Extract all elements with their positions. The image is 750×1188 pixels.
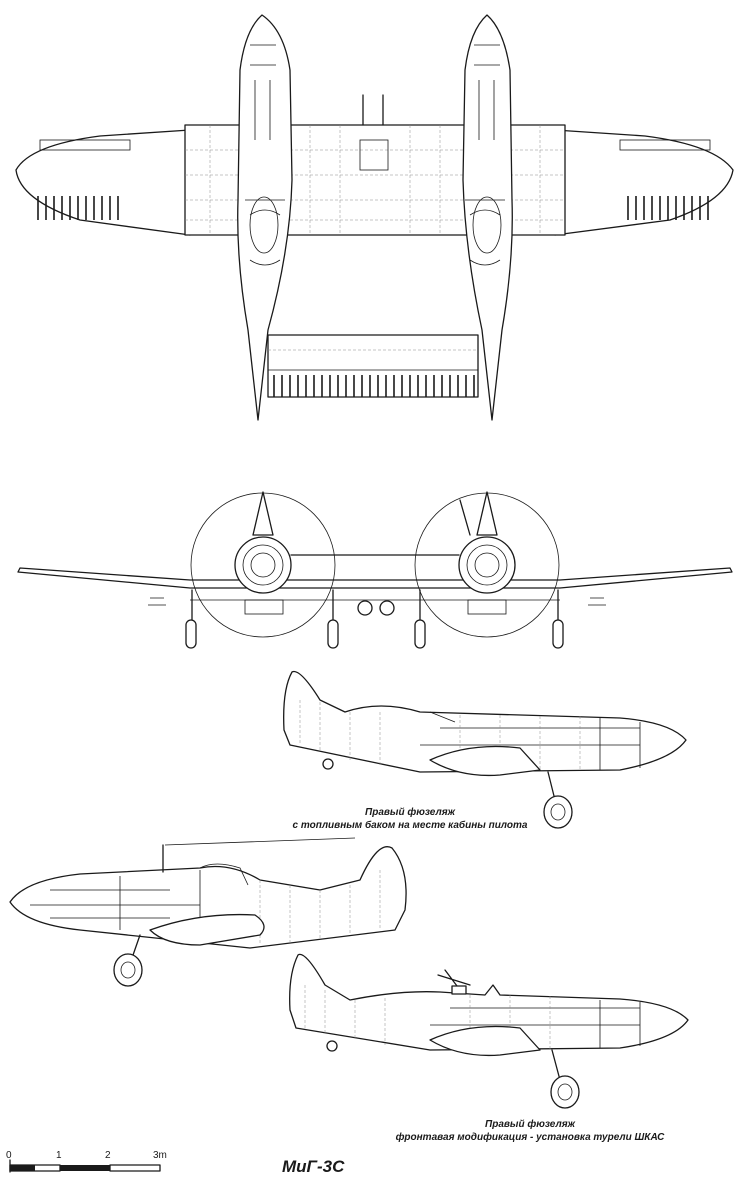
front-view [17,491,733,649]
elevator-hatching [273,375,475,397]
scale-label-0: 0 [6,1150,12,1161]
scale-bar [9,1159,161,1173]
caption-fuel-tank-line1: Правый фюзеляж [365,807,455,818]
caption-fuel-tank: Правый фюзеляж с топливным баком на мест… [290,806,530,832]
side-view-turret [289,953,689,1109]
drawing-title: МиГ-3С [282,1157,345,1176]
caption-turret-line1: Правый фюзеляж [485,1119,575,1130]
scale-label-3m: 3m [153,1150,167,1161]
side-view-fuel-tank [283,670,687,829]
caption-fuel-tank-line2: с топливным баком на месте кабины пилота [292,820,528,831]
scale-label-1: 1 [56,1150,62,1161]
scale-label-2: 2 [105,1150,111,1161]
caption-turret-line2: фронтавая модификация - установка турели… [395,1132,665,1143]
caption-turret: Правый фюзеляж фронтавая модификация - у… [380,1118,680,1144]
plan-view [15,14,734,421]
side-view-left [9,837,407,987]
